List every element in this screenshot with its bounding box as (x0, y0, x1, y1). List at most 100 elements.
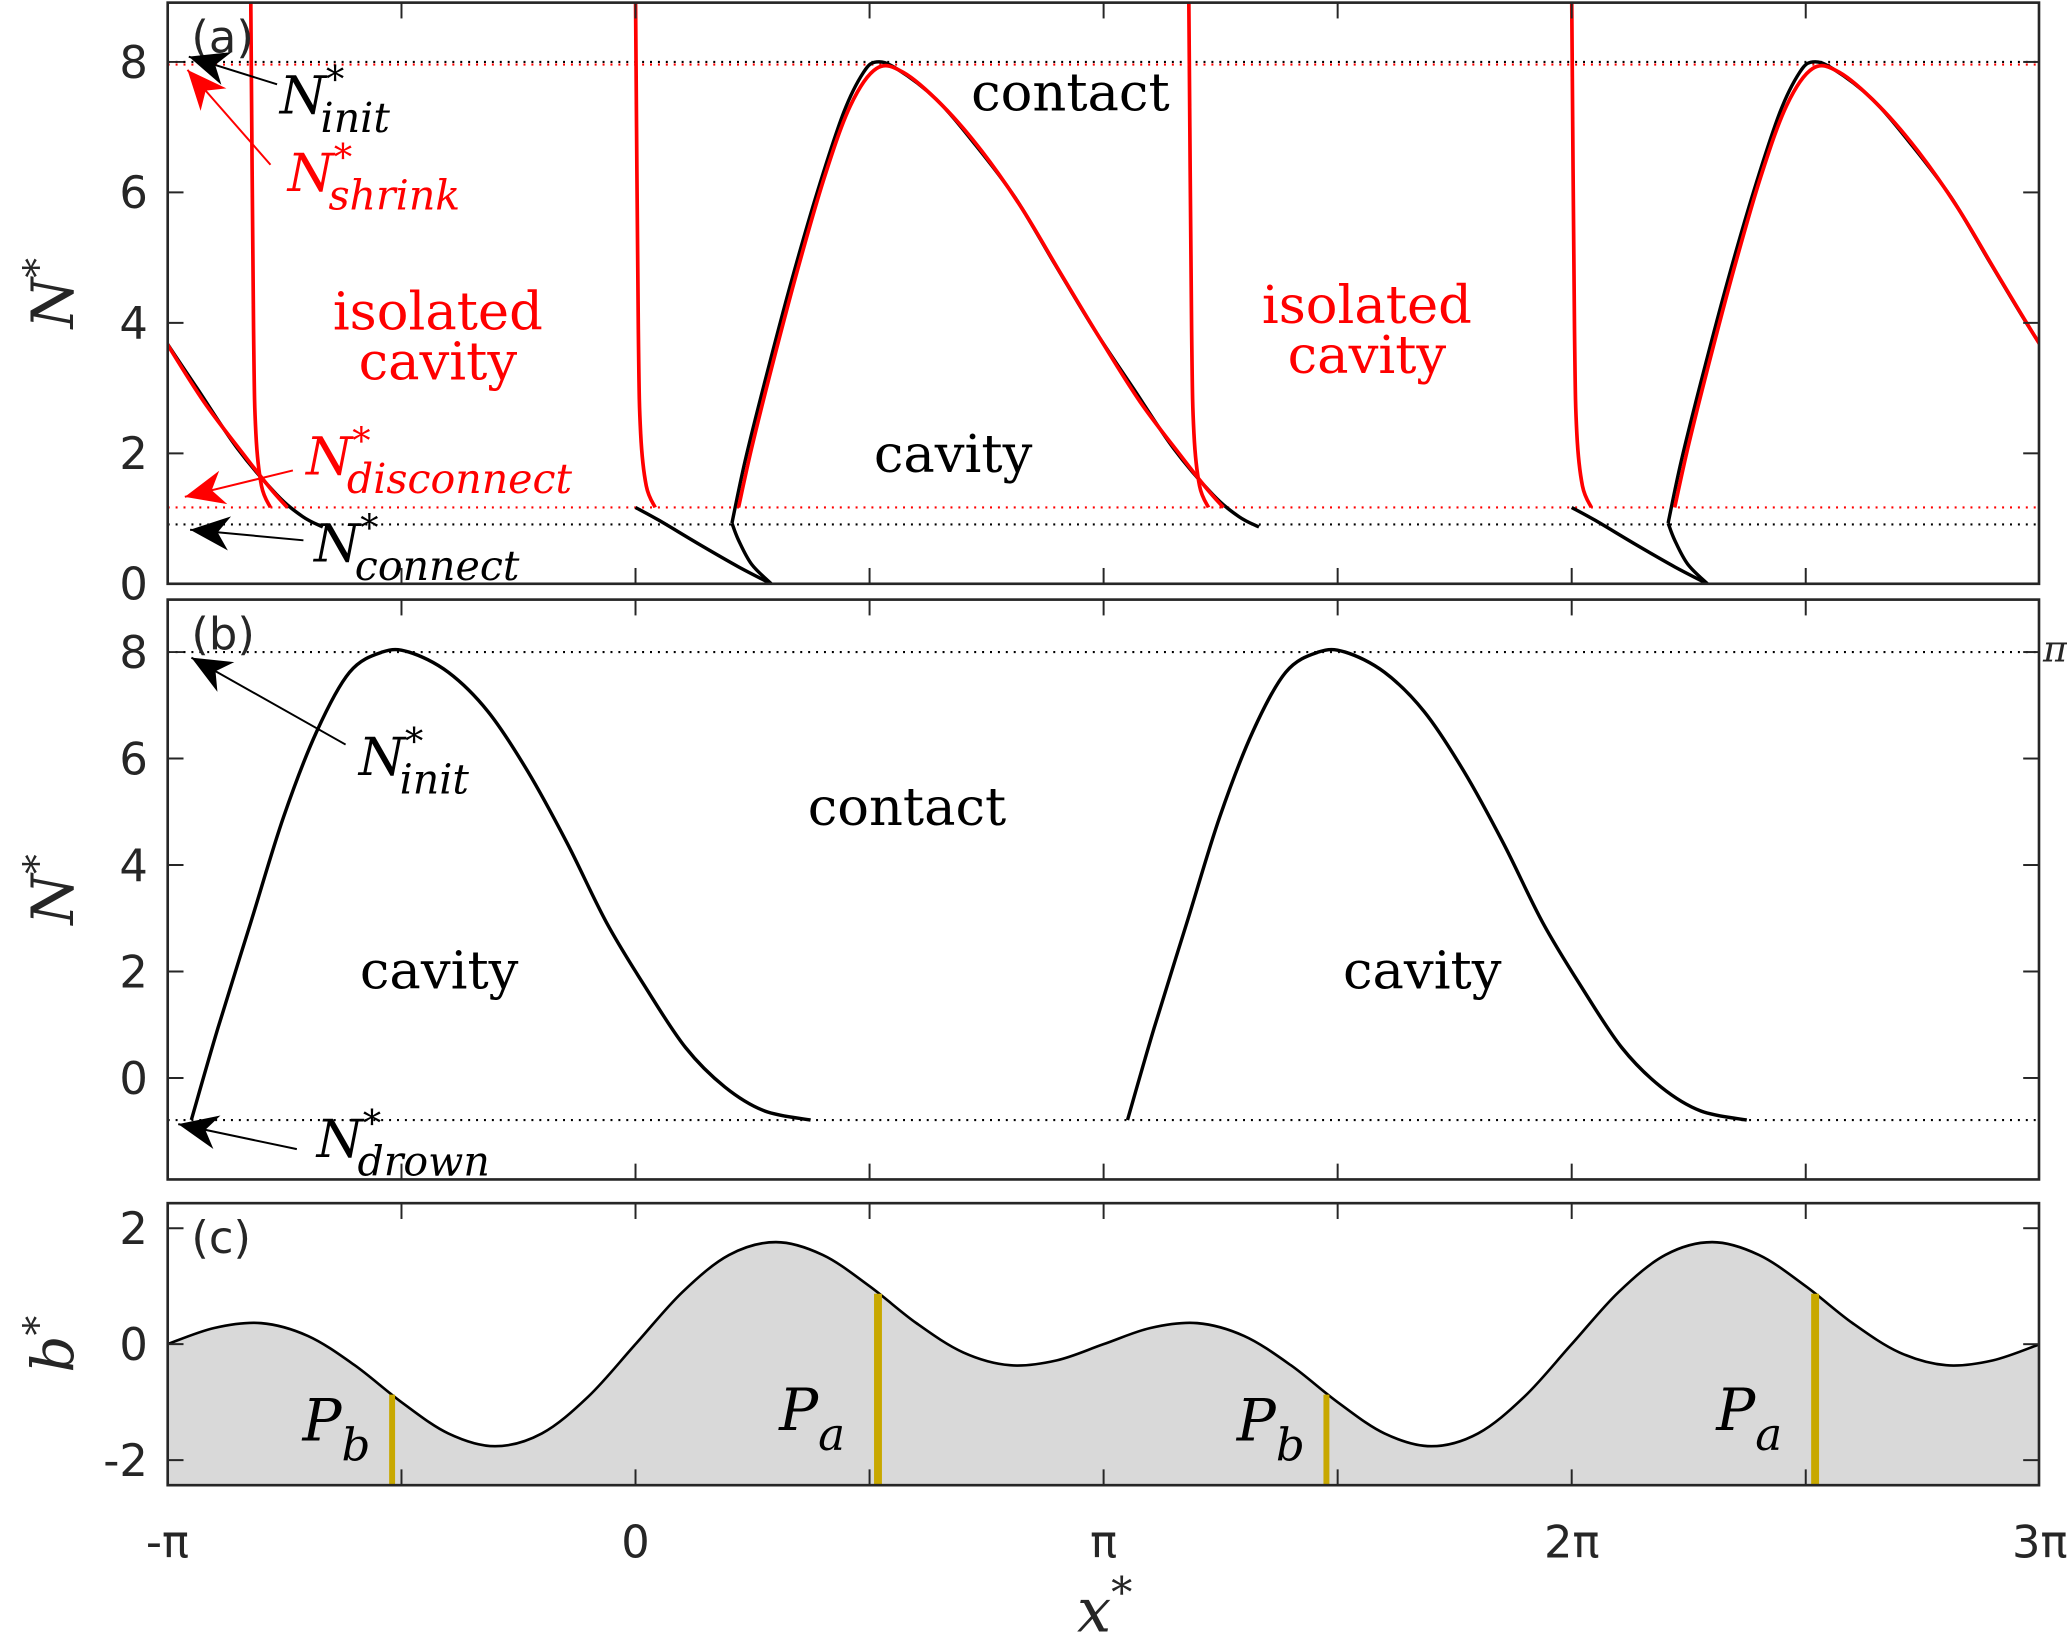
panel-a-ytick-label: 8 (119, 36, 148, 89)
xlabel-base: x (1077, 1576, 1111, 1642)
series-connect-decline (634, 505, 773, 584)
region-label-isolated-cavity: isolated (1262, 275, 1472, 336)
xtick-label: 0 (621, 1516, 650, 1569)
series-isolated-cavity-boundary (736, 63, 1225, 509)
xlabel-sup: * (1111, 1569, 1132, 1618)
series-shrink-front (1187, 2, 1211, 509)
label-n-drown: N*drown (315, 1102, 490, 1186)
marker-label-Pb-base: P (302, 1386, 343, 1454)
xtick-label: -π (146, 1516, 189, 1569)
label-n-init-b-sub: init (400, 755, 470, 803)
bed-area (167, 1242, 2039, 1486)
arrow-n-shrink-head (187, 69, 227, 111)
xtick-label: 2π (1544, 1516, 1599, 1569)
series-cavity-boundary (189, 647, 811, 1122)
panel-b-frame (166, 598, 2041, 1181)
marker-label-Pa-base: P (778, 1376, 819, 1444)
ylabel-base: N (19, 275, 87, 330)
series-shrink-front (1569, 2, 1594, 509)
panel-a-ylabel-text: N* (16, 258, 87, 331)
region-label-contact: contact (971, 63, 1170, 124)
marker-label-Pb-sub: b (342, 1419, 371, 1472)
panel-a-ytick-label: 2 (119, 427, 148, 480)
panel-c-ylabel-text: b* (16, 1316, 87, 1373)
region-label-isolated-cavity: isolated (333, 281, 543, 342)
series-isolated-cavity-boundary (1672, 63, 2039, 508)
panel-c-series-group (167, 1240, 2039, 1486)
arrow-n-init-a-head (188, 52, 232, 85)
panel-c-tag: (c) (191, 1211, 251, 1264)
marker-label-Pa-sub: a (1755, 1408, 1782, 1461)
ylabel-sup: * (16, 258, 62, 278)
series-cavity-boundary (1125, 647, 1748, 1122)
label-n-connect-sup: * (360, 506, 378, 549)
panel-b-series-group (167, 647, 2039, 1122)
marker-label-Pa-base: P (1715, 1376, 1756, 1444)
xlabel: x* (1077, 1569, 1132, 1642)
arrow-n-drown-head (178, 1115, 221, 1150)
arrow-n-init-b-head (191, 657, 235, 692)
xtick-label: 3π (2012, 1516, 2067, 1569)
label-n-init-b-base: N (357, 727, 407, 788)
series-cavity-lower-branch (1666, 522, 1709, 584)
marker-label-Pb: Pb (302, 1386, 371, 1471)
region-label-isolated-cavity: cavity (1288, 325, 1447, 386)
panel-b-ylabel: N* (16, 854, 87, 927)
panel-a-series-group (167, 2, 2039, 584)
series-isolated-cavity-boundary (167, 341, 289, 509)
label-n-init-b-sup: * (405, 720, 423, 763)
ylabel-base: N (19, 872, 87, 927)
label-n-init-a-sup: * (326, 58, 344, 101)
panel-b-ylabel-text: N* (16, 854, 87, 927)
region-label-isolated-cavity: cavity (359, 332, 518, 393)
arrow-n-disconnect-head (184, 470, 228, 505)
panel-b-ytick-label: 8 (119, 626, 148, 679)
bed-line (167, 1240, 2039, 1448)
ylabel-sup: * (16, 854, 62, 874)
label-n-init-a-sub: init (321, 94, 391, 142)
panel-b-ytick-label: 4 (119, 839, 148, 892)
region-label-contact: contact (808, 777, 1007, 838)
label-n-drown-sup: * (363, 1102, 381, 1145)
marker-label-Pb-base: P (1236, 1386, 1277, 1454)
label-n-shrink: N*shrink (286, 136, 461, 220)
panel-a-ytick-label: 4 (119, 297, 148, 350)
ylabel-sup: * (16, 1316, 62, 1336)
panel-c-ytick-label: 2 (119, 1202, 148, 1255)
label-n-disconnect: N*disconnect (304, 419, 572, 503)
series-connect-decline (1570, 505, 1709, 584)
panel-a-ylabel: N* (16, 258, 87, 331)
label-n-init-a-base: N (278, 65, 328, 126)
label-n-drown-base: N (315, 1109, 365, 1170)
label-n-shrink-base: N (286, 143, 336, 204)
marker-label-Pb-sub: b (1276, 1419, 1305, 1472)
arrow-n-init-b-shaft (190, 656, 347, 746)
region-label-cavity: cavity (874, 424, 1033, 485)
label-n-shrink-sup: * (334, 136, 352, 179)
panel-b-ytick-label: 0 (119, 1052, 148, 1105)
series-shrink-front (633, 2, 657, 509)
region-label-cavity: cavity (1343, 940, 1502, 1001)
label-n-connect-sub: connect (355, 542, 520, 590)
panel-b-ytick-label: 2 (119, 945, 148, 998)
panel-b-tag: (b) (191, 608, 254, 661)
panel-c-ytick-label: 0 (119, 1318, 148, 1371)
label-n-disconnect-sup: * (352, 419, 370, 462)
marker-label-Pb: Pb (1236, 1386, 1305, 1471)
series-cavity-lower-branch (730, 522, 773, 584)
panel-a-ytick-label: 6 (119, 166, 148, 219)
marker-label-Pa-sub: a (818, 1408, 845, 1461)
panel-c-ylabel: b* (16, 1316, 87, 1373)
series-shrink-front (248, 2, 273, 509)
label-n-init-b: N*init (357, 720, 470, 804)
edge-pi-label: π (2042, 628, 2067, 671)
ylabel-base: b (19, 1336, 87, 1373)
label-n-connect: N*connect (312, 506, 520, 590)
region-label-cavity: cavity (360, 940, 519, 1001)
label-n-drown-sub: drown (357, 1137, 489, 1185)
marker-label-Pa: Pa (1715, 1376, 1782, 1461)
panel-c-ytick-label: -2 (103, 1434, 148, 1487)
label-n-disconnect-base: N (304, 426, 354, 487)
